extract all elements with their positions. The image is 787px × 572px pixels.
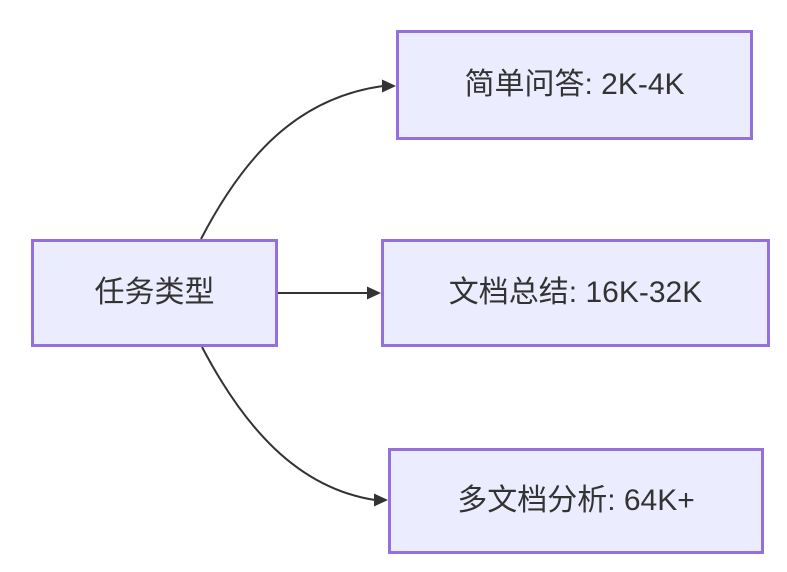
node-task-type: 任务类型 — [31, 239, 278, 347]
node-simple-qa-label: 简单问答: 2K-4K — [464, 68, 685, 101]
node-task-type-label: 任务类型 — [94, 276, 215, 309]
edge-task-type-to-multi-doc-analysis — [201, 346, 376, 501]
node-multi-doc-analysis-label: 多文档分析: 64K+ — [457, 484, 695, 517]
edge-task-type-to-multi-doc-analysis-arrowhead-icon — [374, 493, 388, 507]
edge-task-type-to-simple-qa — [200, 85, 384, 240]
node-multi-doc-analysis: 多文档分析: 64K+ — [388, 448, 764, 554]
node-doc-summary-label: 文档总结: 16K-32K — [448, 276, 703, 309]
node-doc-summary: 文档总结: 16K-32K — [381, 239, 770, 347]
edge-task-type-to-doc-summary-arrowhead-icon — [367, 286, 381, 300]
edge-task-type-to-simple-qa-arrowhead-icon — [382, 79, 396, 93]
node-simple-qa: 简单问答: 2K-4K — [396, 30, 753, 140]
